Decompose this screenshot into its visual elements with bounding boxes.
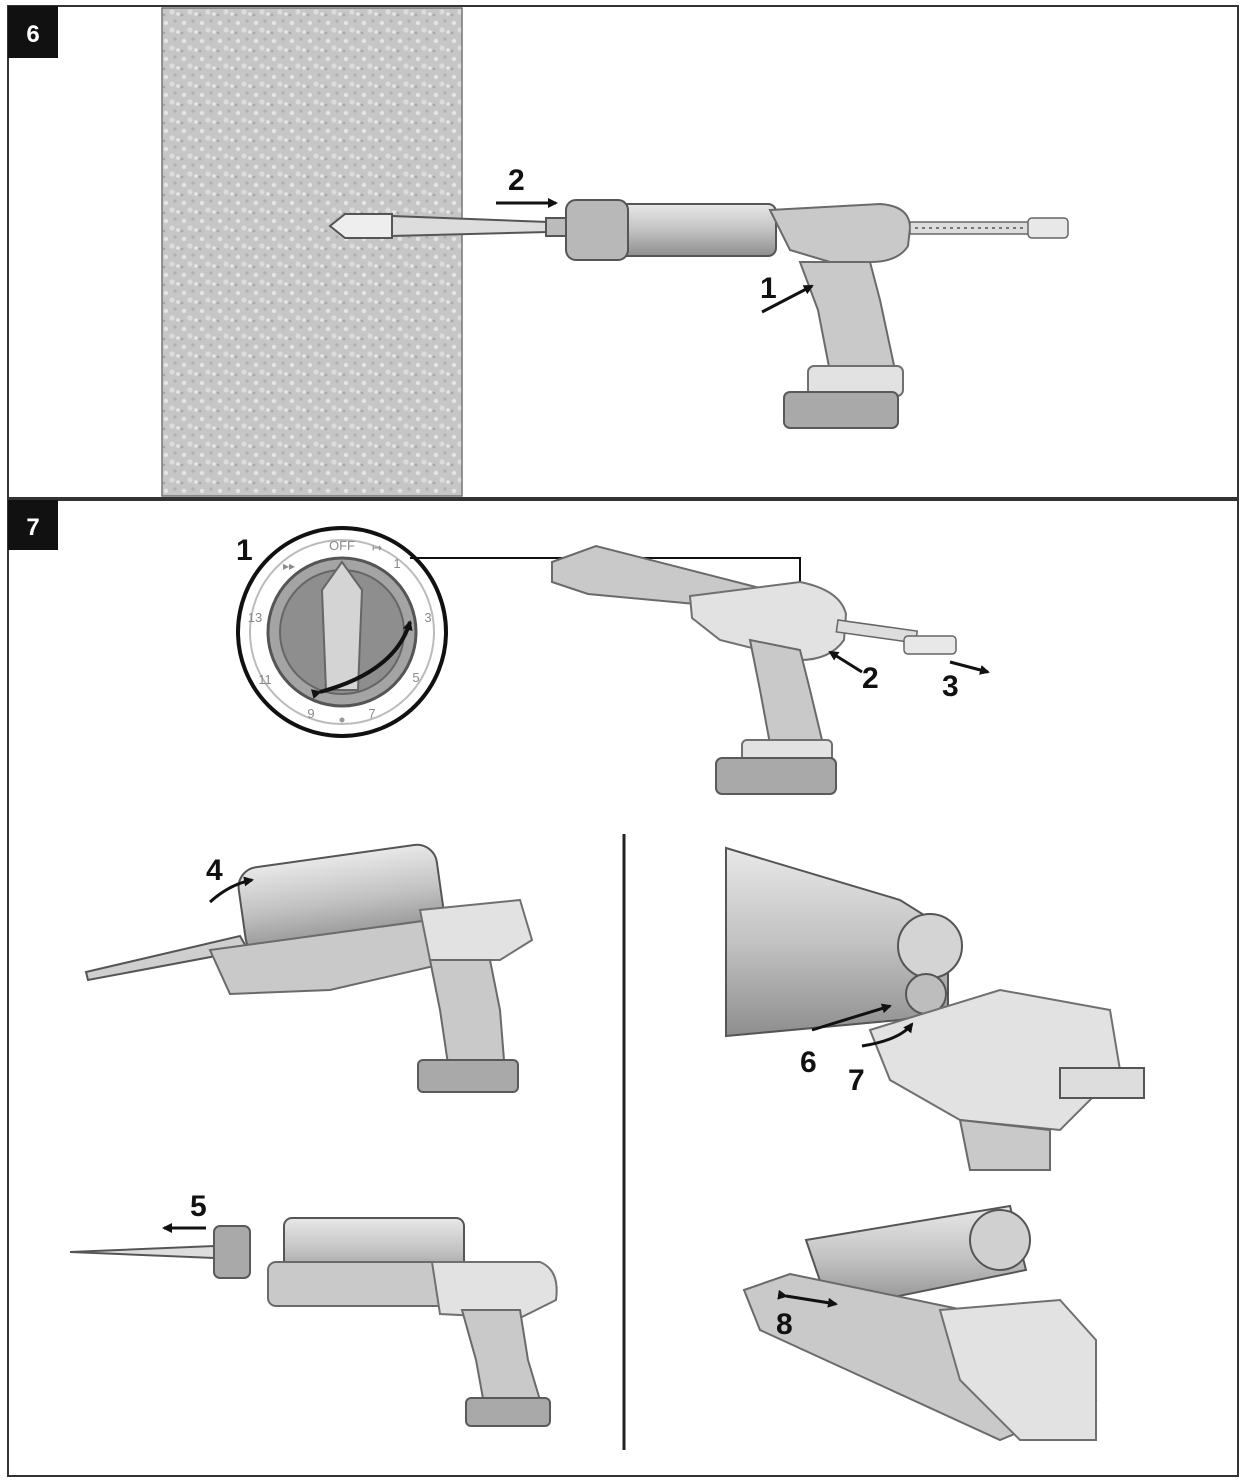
frame-4 — [208, 918, 462, 996]
dispenser-6 — [565, 199, 1069, 429]
dial-tick-3: 3 — [424, 610, 431, 625]
panel-6-number: 6 — [26, 21, 39, 48]
battery-7 — [715, 757, 837, 795]
housing-5 — [430, 1261, 558, 1320]
plunger-rack-closeup — [1059, 1067, 1145, 1099]
frame-5 — [267, 1261, 449, 1307]
callout-7-2: 2 — [862, 662, 879, 695]
dial-pointer — [320, 560, 364, 691]
dial-inner-ring — [249, 539, 435, 725]
callout-7-3-arrow — [949, 660, 990, 675]
wall — [161, 7, 463, 497]
front-cap — [565, 199, 629, 261]
callout-7-2-arrow — [828, 650, 863, 674]
dial-fast-forward-icon: ▸▸ — [283, 559, 295, 573]
battery — [783, 391, 899, 429]
plunger-rod — [909, 221, 1031, 235]
dispenser-step-5 — [69, 1217, 558, 1427]
callout-6-2: 2 — [508, 164, 525, 197]
dial-tick-13: 13 — [248, 610, 262, 625]
callout-7-8: 8 — [776, 1308, 793, 1341]
battery-mount-5 — [465, 1397, 551, 1427]
callout-7-5: 5 — [190, 1190, 207, 1223]
dial-tick-11: 11 — [258, 672, 272, 687]
callout-7-6-arrow — [811, 1003, 892, 1032]
dial-tick-5: 5 — [412, 670, 419, 685]
dispenser-7-top — [551, 544, 957, 795]
panel-7-badge — [8, 500, 58, 550]
callout-7-7: 7 — [848, 1064, 865, 1097]
callout-6-1: 1 — [760, 272, 777, 305]
dial-rotate-arrow — [310, 620, 413, 699]
cartridge-cap-5 — [213, 1225, 251, 1279]
dial-tick-9: 9 — [307, 706, 314, 721]
housing — [768, 202, 912, 263]
plunger-handle — [1027, 217, 1069, 239]
callout-7-7-arrow — [861, 1022, 914, 1048]
dial-tick-1: 1 — [393, 556, 400, 571]
closeup-step-6-7 — [725, 846, 1145, 1171]
housing-8 — [938, 1298, 1097, 1441]
callout-7-4-arrow — [208, 876, 254, 904]
housing-4 — [418, 898, 534, 961]
plunger-handle-7 — [903, 635, 957, 655]
cartridge-end-8 — [969, 1209, 1031, 1271]
callout-7-8-arrow — [777, 1289, 838, 1308]
callout-7-1: 1 — [236, 534, 253, 567]
panel-6-badge — [8, 6, 58, 58]
callout-7-4: 4 — [206, 854, 223, 887]
panel-6: 6 2 1 — [7, 5, 1239, 499]
dial-connector-line — [410, 557, 801, 586]
dispenser-step-4 — [84, 843, 534, 1093]
housing-closeup — [868, 988, 1122, 1132]
handle-closeup — [958, 1118, 1051, 1171]
speed-dial: OFF 1 3 5 7 9 11 13 ▸▸ ↦ — [236, 526, 448, 738]
callout-7-6: 6 — [800, 1046, 817, 1079]
battery-mount-4 — [417, 1059, 519, 1093]
panel-7: 7 OFF 1 3 5 7 9 11 13 ▸▸ ↦ 1 — [7, 499, 1239, 1477]
callout-7-3: 3 — [942, 670, 959, 703]
dial-off-label: OFF — [329, 538, 355, 553]
closeup-step-8 — [742, 1204, 1098, 1442]
dial-tick-7: 7 — [368, 706, 375, 721]
nozzle-tip — [328, 213, 393, 239]
dial-ramp-icon: ↦ — [372, 541, 382, 555]
cartridge-opening-large — [897, 913, 963, 979]
dial-dot — [339, 717, 345, 723]
nozzle-collar — [545, 217, 567, 237]
panel-7-number: 7 — [26, 514, 39, 541]
callout-6-1-arrow — [761, 284, 814, 314]
